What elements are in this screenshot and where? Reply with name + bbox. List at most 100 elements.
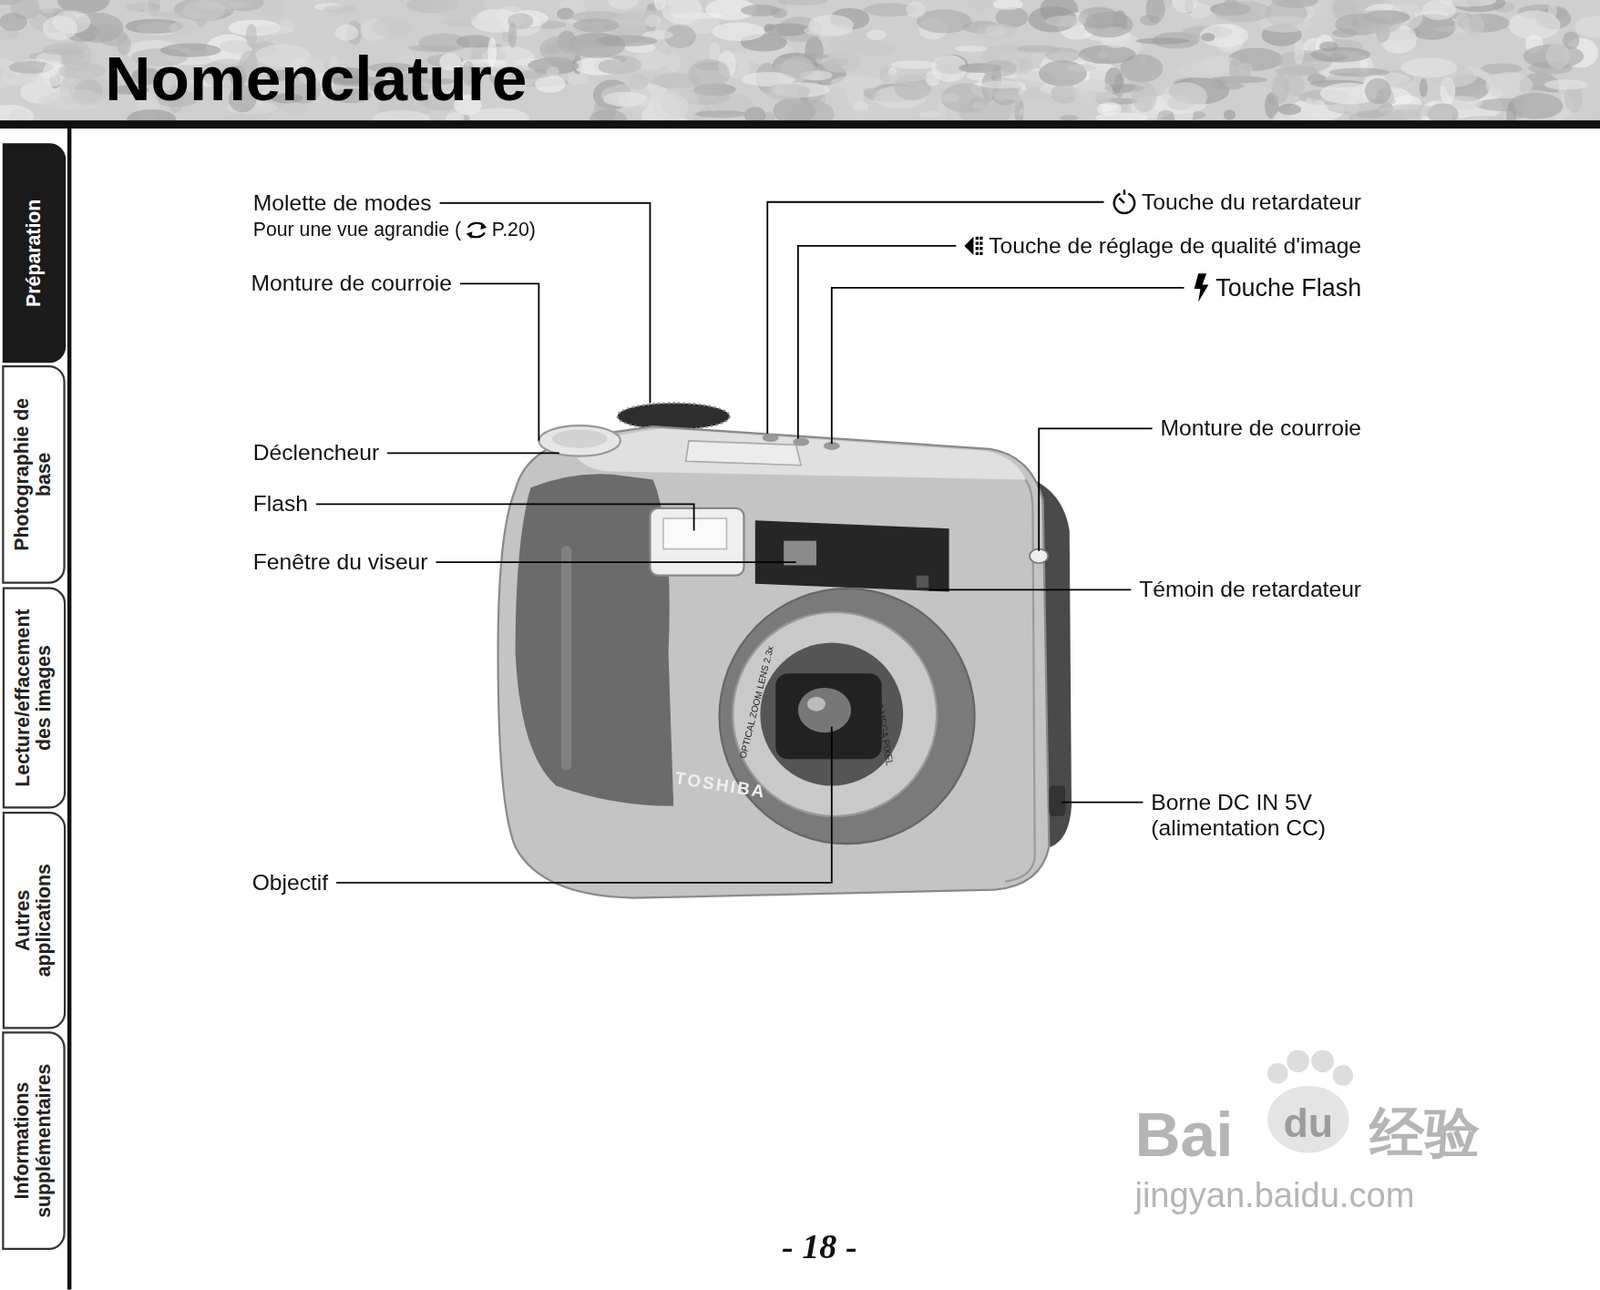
texture-blob [645, 14, 662, 28]
texture-blob [41, 6, 55, 14]
leader-line [831, 287, 1185, 444]
watermark: du [1282, 1098, 1334, 1147]
timer-lamp [916, 575, 929, 588]
tab-rule [67, 126, 72, 1290]
texture-blob [1546, 41, 1570, 70]
texture-blob [1400, 57, 1457, 78]
texture-blob [1508, 92, 1564, 120]
bolt-shape [1194, 273, 1210, 302]
texture-blob [1146, 0, 1166, 23]
texture-blob [788, 100, 834, 123]
texture-blob [1421, 0, 1457, 21]
texture-blob [863, 87, 878, 99]
texture-blob [1072, 79, 1114, 104]
texture-blob [981, 60, 1017, 78]
texture-blob [603, 92, 648, 107]
camera-illustration [498, 402, 1072, 898]
texture-blob [1200, 32, 1215, 42]
timer-hand [1118, 197, 1125, 204]
part-label: Touche de réglage de qualité d'image [988, 233, 1362, 259]
watermark: 经验 [1369, 1100, 1480, 1165]
quality-dot [975, 252, 979, 256]
paw-toe [1333, 1065, 1354, 1086]
tab-label: Autres applications [12, 843, 55, 997]
part-label: Témoin de retardateur [1138, 576, 1362, 603]
texture-blob [335, 24, 359, 42]
section-tab: Lecture/effacement des images [1, 586, 65, 809]
texture-blob [1097, 51, 1109, 59]
texture-blob [169, 20, 197, 35]
texture-blob [916, 9, 972, 33]
texture-blob [1078, 45, 1137, 65]
texture-blob [93, 23, 122, 42]
texture-blob [1590, 111, 1600, 122]
body-edge [1005, 479, 1035, 882]
texture-blob [539, 35, 583, 62]
texture-blob [661, 0, 703, 25]
quality-dot [975, 236, 979, 240]
timer-tick [1123, 189, 1126, 195]
texture-blob [905, 0, 925, 19]
texture-blob [1045, 15, 1087, 27]
texture-blob [42, 15, 78, 41]
texture-blob [654, 0, 667, 11]
leader-lines [316, 202, 1185, 883]
timer-dial [1114, 194, 1135, 214]
texture-blob [507, 12, 534, 30]
texture-blob [891, 60, 937, 69]
texture-blob [597, 59, 625, 74]
texture-blob [984, 25, 1008, 38]
part-label: Déclencheur [253, 440, 380, 466]
lens-glass [798, 687, 852, 733]
texture-blob [1257, 16, 1312, 33]
part-label: Touche du retardateur [1141, 189, 1362, 216]
texture-blob [0, 104, 34, 122]
lens-opening [775, 673, 882, 759]
flash-housing [686, 441, 802, 466]
page-title: Nomenclature [104, 47, 527, 111]
texture-blob [1278, 103, 1302, 115]
texture-blob [993, 0, 1024, 11]
texture-blob [1311, 100, 1328, 122]
bolt-icon [1194, 273, 1210, 302]
texture-blob [573, 18, 620, 32]
texture-blob [1135, 37, 1190, 44]
texture-blob [0, 12, 28, 31]
watermark: Bai [1134, 1098, 1233, 1172]
texture-blob [250, 24, 295, 35]
part-label: Borne DC IN 5V (alimentation CC) [1150, 789, 1371, 842]
texture-blob [1200, 23, 1249, 48]
texture-blob [1329, 68, 1391, 78]
texture-blob [966, 0, 991, 13]
texture-blob [1095, 92, 1113, 103]
texture-blob [126, 109, 176, 122]
lens-glint [807, 697, 826, 712]
timer-icon [1114, 189, 1135, 214]
texture-blob [1271, 73, 1290, 104]
texture-blob [820, 51, 862, 73]
tab-label: Photographie de base [12, 398, 55, 552]
leader-line [316, 503, 695, 531]
texture-blob [666, 52, 681, 72]
tab-label: Préparation [22, 198, 44, 307]
texture-blob [979, 81, 1026, 89]
section-tab: Informations supplémentaires [1, 1031, 65, 1251]
shutter-button [538, 425, 621, 457]
page-number: - 18 - [781, 1227, 857, 1268]
texture-blob [778, 0, 828, 6]
texture-blob [976, 23, 1018, 39]
leader-line [1061, 801, 1144, 804]
texture-blob [687, 59, 730, 90]
texture-blob [1544, 79, 1589, 90]
texture-blob [1017, 108, 1026, 116]
texture-blob [43, 49, 83, 56]
shutter-top [552, 430, 607, 449]
texture-blob [221, 113, 268, 122]
texture-blob [1046, 47, 1081, 62]
texture-blob [764, 83, 811, 101]
texture-blob [941, 83, 991, 113]
texture-blob [372, 110, 431, 123]
texture-blob [866, 30, 887, 41]
texture-blob [826, 58, 851, 66]
flash-window [649, 508, 744, 576]
